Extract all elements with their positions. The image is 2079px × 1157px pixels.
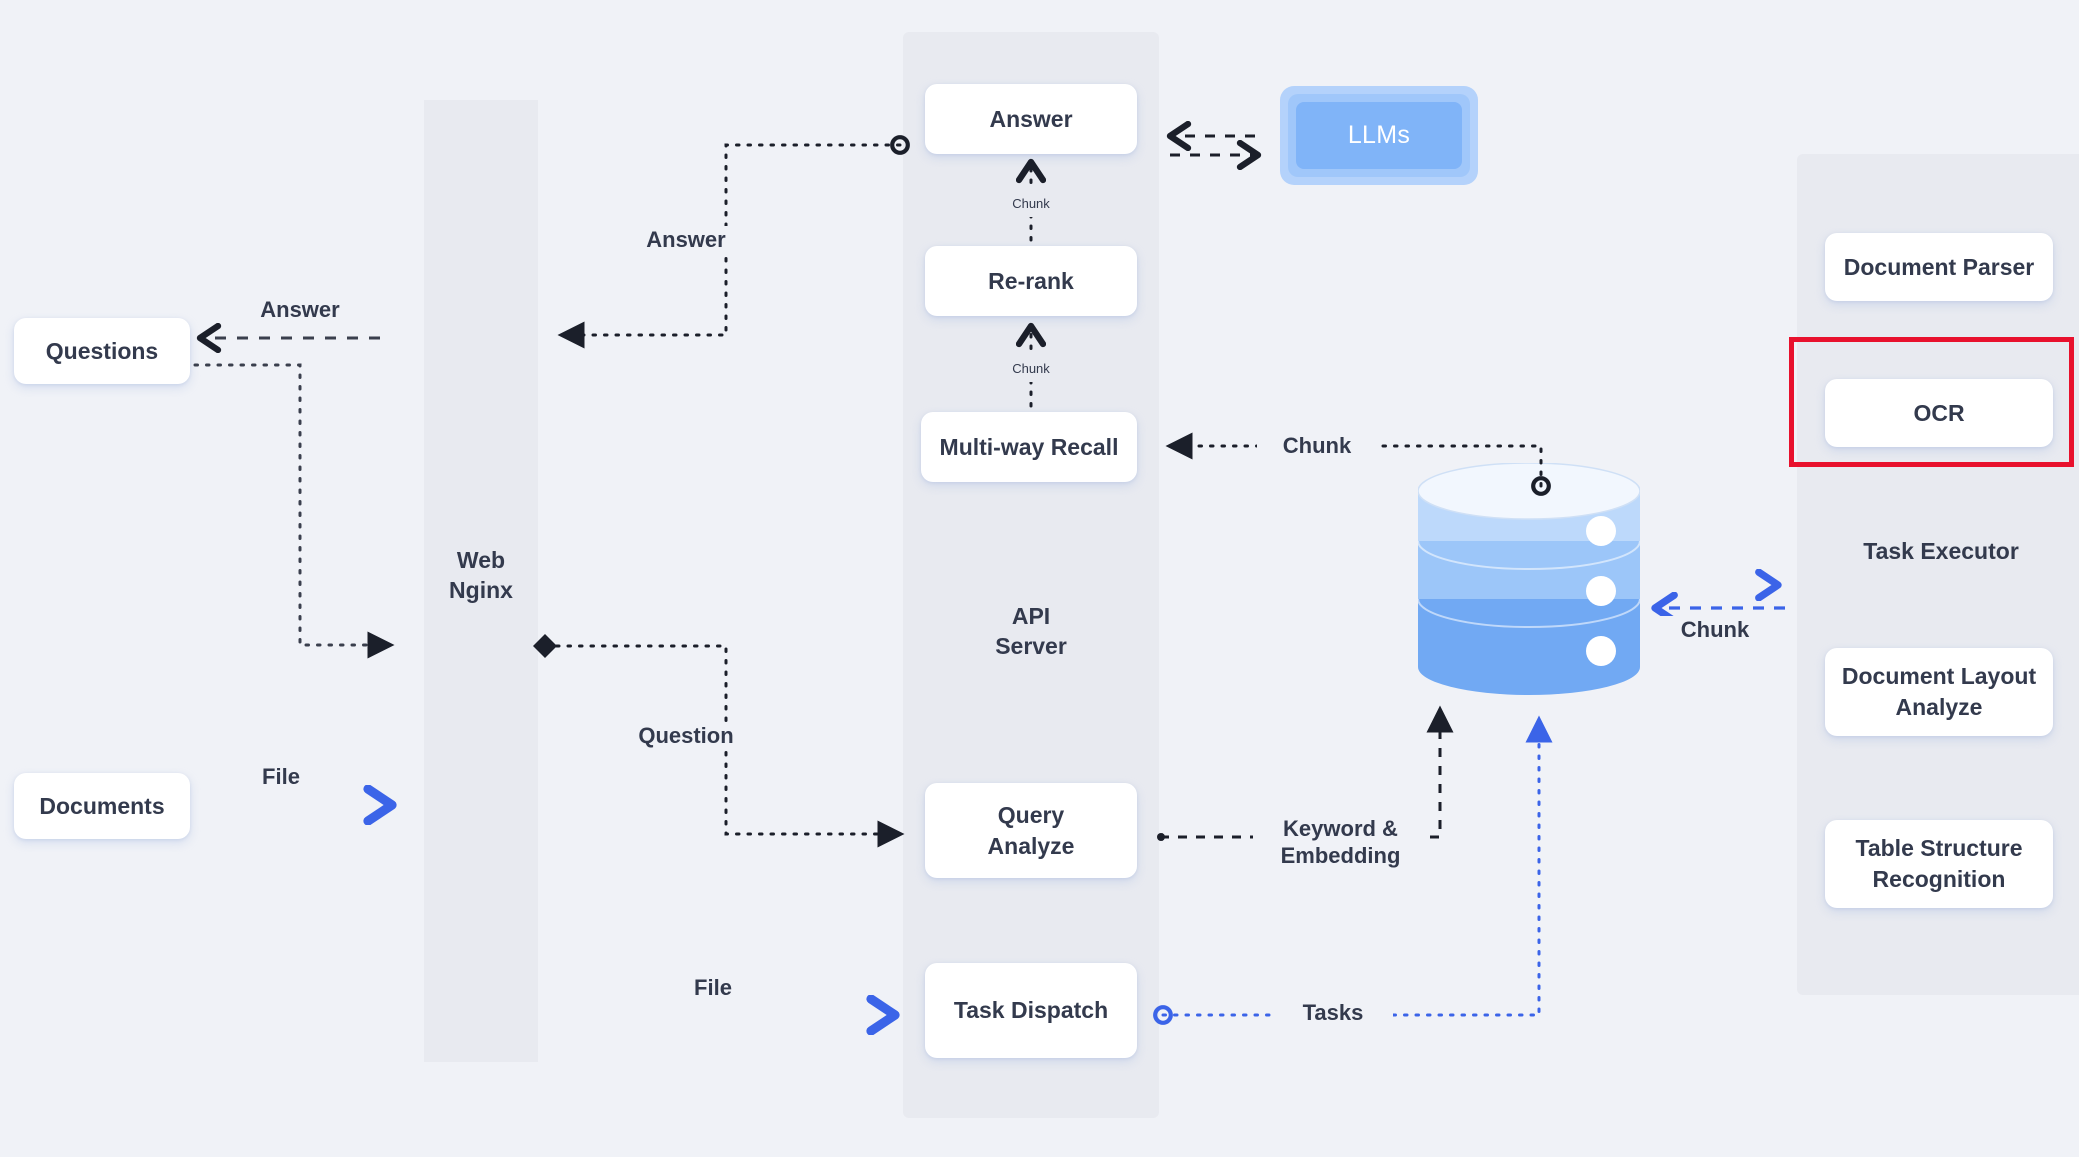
edge-label-answer-left: Answer [235, 296, 365, 323]
table-structure-recognition-card[interactable]: Table Structure Recognition [1825, 820, 2053, 908]
web-nginx-label: Web Nginx [449, 547, 513, 603]
edge-label-question: Question [611, 722, 761, 749]
edge-label-chunk-rerank-answer: Chunk [985, 190, 1077, 217]
edge-label-file-dispatch: File [668, 974, 758, 1001]
questions-card[interactable]: Questions [14, 318, 190, 384]
edge-db-executor-chunk [1648, 585, 1785, 608]
edge-llms-to-answer [1170, 136, 1258, 155]
api-server-label: API Server [995, 603, 1067, 659]
multi-way-recall-card[interactable]: Multi-way Recall [921, 412, 1137, 482]
edge-label-chunk-executor: Chunk [1655, 616, 1775, 643]
edge-questions-to-web [193, 363, 395, 659]
edge-label-chunk-db-recall: Chunk [1257, 432, 1377, 459]
llms-box-mid: LLMs [1288, 94, 1470, 177]
query-analyze-card[interactable]: Query Analyze [925, 783, 1137, 878]
task-dispatch-card[interactable]: Task Dispatch [925, 963, 1137, 1058]
database-icon [1417, 462, 1641, 695]
edge-label-answer-mid: Answer [621, 226, 751, 253]
documents-card[interactable]: Documents [14, 773, 190, 839]
llms-box[interactable]: LLMs [1280, 86, 1478, 185]
web-nginx-panel [424, 100, 538, 1062]
task-executor-label: Task Executor [1863, 538, 2019, 564]
vector-database-cylinder[interactable] [1417, 462, 1641, 695]
document-parser-card[interactable]: Document Parser [1825, 233, 2053, 301]
edge-label-keyword-embedding: Keyword & Embedding [1253, 815, 1428, 869]
edge-label-file-documents: File [236, 763, 326, 790]
rerank-card[interactable]: Re-rank [925, 246, 1137, 316]
answer-card[interactable]: Answer [925, 84, 1137, 154]
edge-label-tasks: Tasks [1273, 999, 1393, 1026]
ocr-highlight-box [1789, 337, 2074, 467]
edge-label-chunk-recall-rerank: Chunk [985, 355, 1077, 382]
ocr-card[interactable]: OCR [1825, 379, 2053, 447]
llms-label: LLMs [1296, 102, 1462, 169]
document-layout-analyze-card[interactable]: Document Layout Analyze [1825, 648, 2053, 736]
